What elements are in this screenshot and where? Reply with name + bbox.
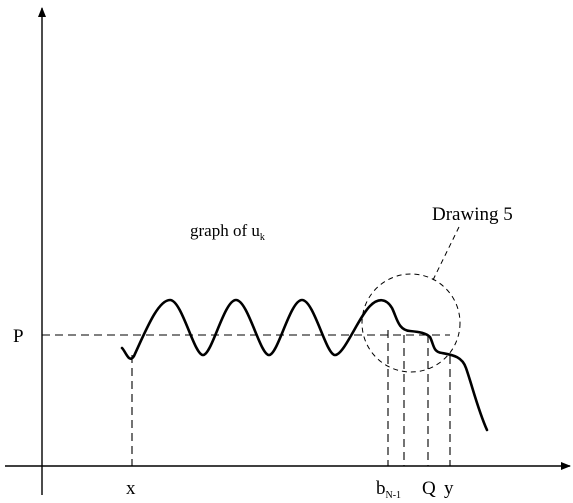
zoom-circle xyxy=(361,273,461,373)
q-label: Q xyxy=(422,478,436,499)
p-label: P xyxy=(13,326,24,347)
x-label: x xyxy=(126,478,136,499)
graph-label: graph of uk xyxy=(190,221,265,243)
drawing-callout-label: Drawing 5 xyxy=(432,204,513,225)
graph-curve xyxy=(120,298,489,432)
callout-leader-line xyxy=(432,226,460,281)
y-label: y xyxy=(444,478,454,499)
b-label: bN-1 xyxy=(376,478,401,501)
